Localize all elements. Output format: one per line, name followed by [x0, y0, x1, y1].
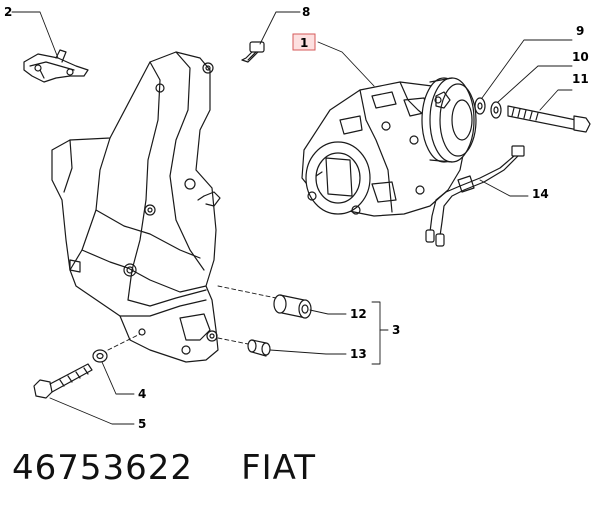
bolt-part: [33, 363, 93, 399]
callout-4: 4: [138, 387, 146, 401]
mounting-bracket-part: [51, 51, 221, 363]
callout-3: 3: [392, 323, 400, 337]
long-bolt-part: [507, 105, 591, 133]
part-number-text: 46753622: [12, 448, 194, 488]
callout-13: 13: [350, 347, 367, 361]
callout-1: 1: [300, 36, 308, 50]
callout-2: 2: [4, 5, 12, 19]
washer-part: [92, 349, 108, 363]
nut-washer-part: [474, 97, 486, 115]
callout-9: 9: [576, 24, 584, 38]
spacer-washer-part: [490, 101, 502, 119]
callout-11: 11: [572, 72, 589, 86]
bracket-clip-part: [23, 49, 89, 83]
part-number-caption: 46753622 FIAT: [12, 448, 316, 488]
wiring-harness-part: [425, 145, 525, 247]
screw-part: [241, 41, 265, 63]
callout-10: 10: [572, 50, 589, 64]
sleeve-part: [247, 339, 271, 357]
ac-compressor-part: [301, 77, 477, 217]
callout-8: 8: [302, 5, 310, 19]
brand-text: FIAT: [241, 448, 317, 488]
callout-5: 5: [138, 417, 146, 431]
bushing-part: [273, 294, 312, 319]
callout-12: 12: [350, 307, 367, 321]
callout-14: 14: [532, 187, 549, 201]
